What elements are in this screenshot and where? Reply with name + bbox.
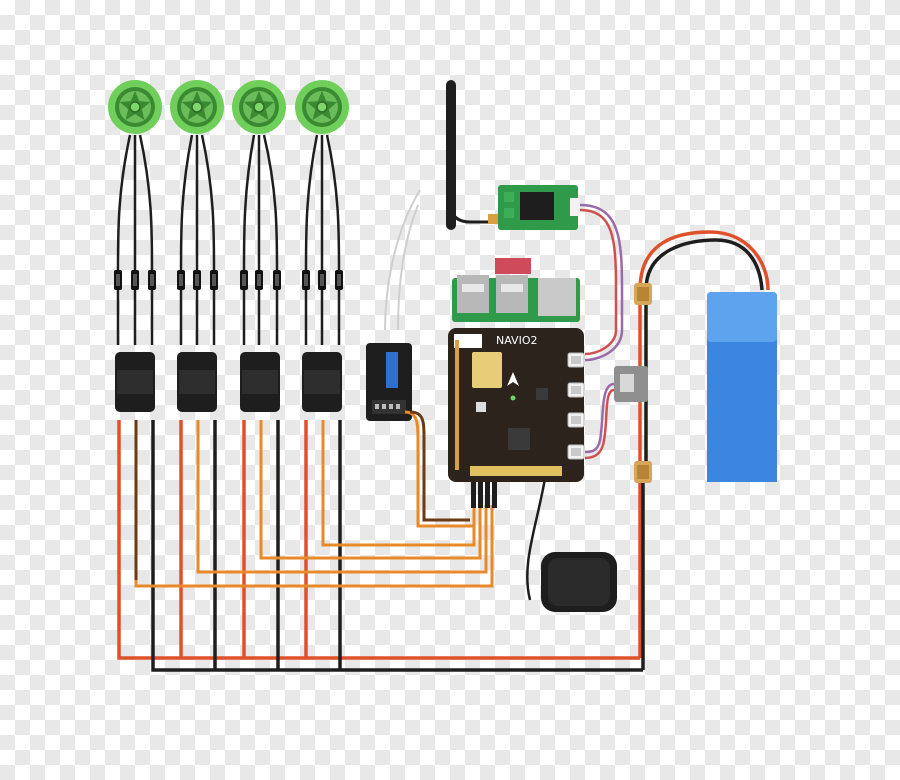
motor-icon [169, 79, 225, 135]
rc-receiver-wire [404, 410, 476, 528]
power-module-icon [614, 366, 648, 402]
escs [115, 352, 342, 412]
navio2-board: NAVIO2 [448, 328, 584, 508]
esc-icon [115, 352, 155, 412]
rc-receiver-icon [366, 189, 421, 421]
motors [107, 79, 350, 135]
esc-icon [177, 352, 217, 412]
xt60-connector-icon [634, 283, 652, 305]
motor-icon [107, 79, 163, 135]
xt60-connector-icon [634, 461, 652, 483]
motor-phase-wires [116, 134, 341, 345]
motor-icon [294, 79, 350, 135]
esc-icon [240, 352, 280, 412]
raspberry-pi-usb [452, 258, 580, 322]
motor-icon [231, 79, 287, 135]
antenna-icon [446, 80, 500, 230]
esc-signal-wires [134, 420, 494, 588]
board-name: NAVIO2 [496, 334, 537, 347]
telemetry-radio-icon [498, 185, 580, 230]
telemetry-cable [579, 203, 624, 362]
bullet-connectors [114, 270, 343, 290]
gps-module-icon [541, 552, 617, 612]
power-module-cable [584, 382, 615, 460]
battery-icon [707, 292, 777, 482]
servo-rail-pins [471, 482, 497, 508]
esc-icon [302, 352, 342, 412]
